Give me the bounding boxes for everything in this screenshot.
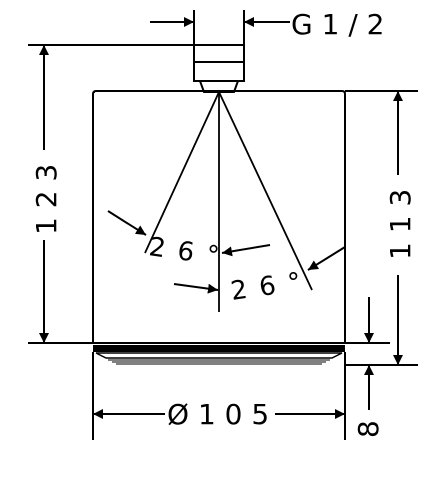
face-thickness-label: 8 (352, 420, 385, 438)
spray-face (93, 347, 345, 365)
spray-angle-lines (144, 91, 313, 312)
face-thickness-dimension (345, 297, 390, 410)
angle-arrows (107, 210, 346, 294)
thread-connector (193, 44, 245, 93)
overall-height-label: 1 2 3 (30, 164, 63, 235)
shower-body (92, 90, 346, 347)
overall-height-dimension (28, 44, 194, 344)
angle-label-left: 2 6 ° (147, 232, 223, 272)
thread-dimension (150, 10, 290, 45)
diameter-dimension (92, 352, 346, 440)
angle-label-right: 2 6 ° (229, 267, 305, 307)
body-height-dimension (345, 90, 418, 366)
body-height-label: 1 1 3 (384, 189, 417, 260)
thread-label: G 1 / 2 (291, 8, 384, 41)
diameter-label: Ø 1 0 5 (167, 398, 269, 431)
